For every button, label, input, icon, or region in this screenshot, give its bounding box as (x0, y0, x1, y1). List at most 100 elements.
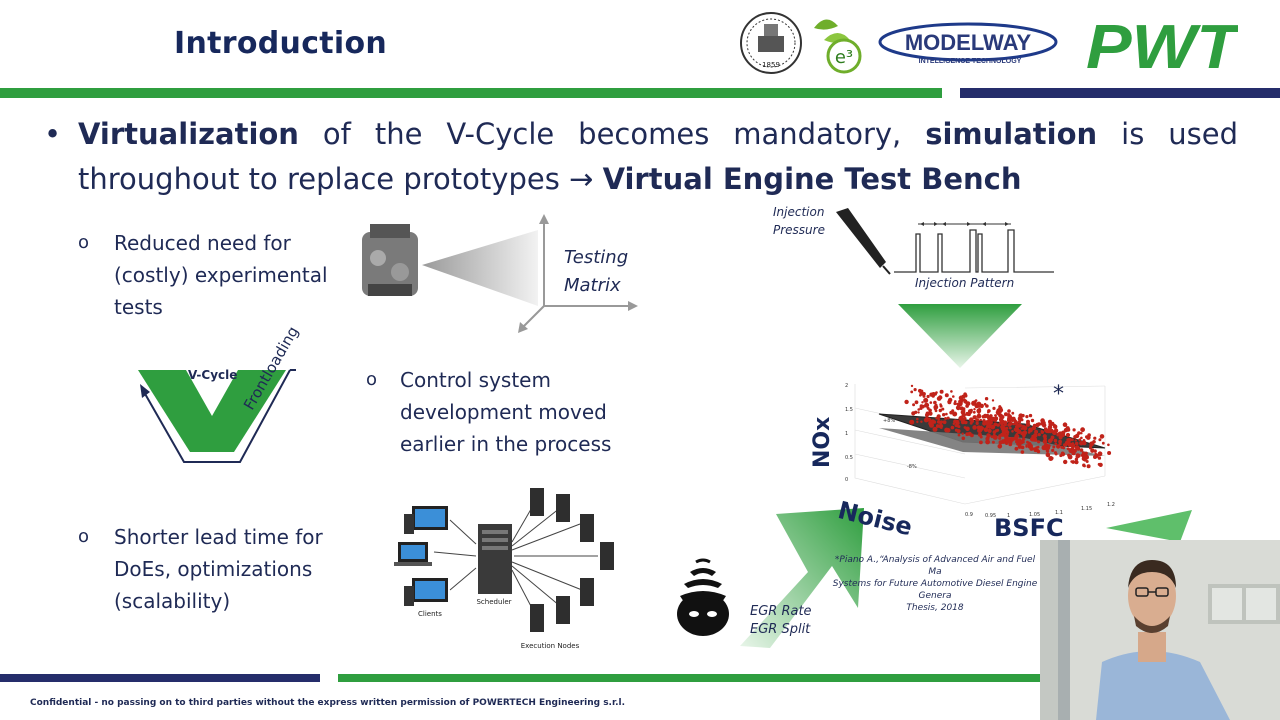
scatter-point (926, 406, 930, 410)
x-tick: 1.15 (1081, 506, 1092, 512)
scheduler-server-icon (478, 524, 512, 594)
scatter-point (1000, 426, 1006, 432)
scatter-point (1097, 456, 1102, 460)
scatter-point (1029, 446, 1034, 451)
scatter-point (1073, 435, 1077, 439)
scatter-point (942, 413, 946, 417)
scatter-point (1000, 432, 1005, 437)
scatter-point (1022, 433, 1026, 438)
scatter-point (936, 424, 940, 428)
scatter-point (954, 424, 958, 427)
citation: *Piano A.,“Analysis of Advanced Air and … (830, 554, 1040, 614)
scatter-point (1086, 464, 1091, 469)
scatter-point (936, 420, 941, 424)
scatter-point (965, 411, 970, 416)
scatter-point (1033, 447, 1037, 451)
scatter-point (983, 427, 989, 432)
scatter-point (1067, 454, 1073, 460)
scatter-point (1011, 430, 1014, 433)
scatter-point (982, 419, 986, 423)
main-bullet-text: Virtualization of the V-Cycle becomes ma… (78, 112, 1238, 202)
scatter-point (1107, 451, 1112, 455)
modelway-tagline: INTELLIGENCE TECHNOLOGY (919, 58, 1022, 65)
scatter-point (992, 430, 997, 434)
scatter-point (919, 391, 923, 395)
z-tick: 1.5 (845, 407, 853, 413)
scatter-point (987, 428, 992, 433)
bullet-circle-icon: o (78, 526, 90, 547)
scatter-point (958, 395, 964, 401)
scatter-point (1041, 445, 1047, 451)
scatter-point (1043, 427, 1048, 431)
scatter-point (1090, 448, 1095, 452)
left-arrow-icon (1100, 508, 1196, 542)
sub-bullet-control-system: o Control system development moved earli… (366, 364, 646, 464)
egr-split-label: EGR Split (750, 622, 811, 637)
scatter-point (975, 421, 979, 425)
scatter-point (989, 414, 993, 418)
scheduler-label: Scheduler (476, 598, 511, 606)
scatter-point (1062, 422, 1068, 427)
injection-diagram: Injection Pressure Injection Pattern (770, 200, 1070, 300)
scatter-point (1025, 415, 1029, 419)
axes-icon (518, 214, 638, 333)
pwt-text: PWT (1086, 14, 1238, 74)
scatter-point (924, 402, 930, 408)
scatter-point (1007, 409, 1011, 413)
scatter-point (998, 436, 1002, 440)
modelway-logo: MODELWAY INTELLIGENCE TECHNOLOGY (878, 22, 1058, 66)
injector-icon (836, 208, 891, 275)
scatter-point (1015, 433, 1019, 436)
scatter-point (922, 394, 926, 398)
egr-labels: EGR Rate EGR Split (750, 603, 812, 639)
scatter-point (1018, 420, 1022, 424)
scatter-point (970, 433, 974, 438)
scatter-point (1071, 438, 1074, 442)
scatter-point (1073, 445, 1076, 448)
scatter-point (1016, 442, 1020, 446)
sub-bullet-line: development moved (400, 400, 607, 424)
scatter-point (949, 410, 954, 415)
scatter-point (979, 435, 983, 439)
scatter-point (956, 402, 960, 406)
nox-3d-plot: 2 1.5 1 0.5 0 0.9 0.95 1 1.05 1.1 1.15 1… (815, 378, 1120, 548)
slide-title: Introduction (174, 26, 388, 61)
testing-matrix-label: Testing (564, 247, 629, 268)
scatter-point (1065, 426, 1070, 431)
scatter-point (1101, 441, 1105, 445)
scatter-point (1015, 440, 1018, 444)
scatter-point (967, 409, 973, 414)
scatter-point (1025, 422, 1031, 427)
scatter-point (963, 392, 967, 396)
scatter-point (1084, 454, 1089, 460)
scatter-point (1053, 438, 1058, 443)
scatter-point (1071, 450, 1076, 456)
scatter-point (1008, 442, 1013, 447)
scatter-point (961, 436, 966, 441)
citation-line: Systems for Future Automotive Diesel Eng… (832, 579, 1038, 601)
scatter-point (974, 399, 978, 402)
scatter-point (1020, 424, 1023, 427)
scatter-point (1074, 445, 1080, 451)
scatter-point (928, 411, 933, 416)
scatter-point (904, 399, 909, 405)
pwt-logo: PWT (1086, 13, 1244, 82)
scatter-point (1074, 460, 1079, 465)
bullet-dot: • (44, 117, 62, 151)
scatter-point (922, 392, 926, 396)
scatter-point (1039, 422, 1044, 426)
scatter-point (1092, 440, 1096, 444)
scatter-point (932, 426, 938, 432)
x-tick: 1.05 (1029, 512, 1040, 518)
scatter-point (961, 432, 964, 435)
scatter-point (998, 440, 1003, 445)
testing-matrix-diagram: Testing Matrix (356, 210, 646, 340)
scatter-point (958, 399, 963, 405)
sub-bullet-line: Control system (400, 368, 551, 392)
up-right-arrow-icon (740, 500, 870, 650)
footer-green-bar (338, 674, 1280, 682)
webcam-video[interactable] (1040, 540, 1280, 720)
vcycle-label: V-Cycle (188, 368, 238, 382)
text-virtualization: Virtualization (78, 117, 299, 151)
scatter-point (1007, 423, 1012, 427)
